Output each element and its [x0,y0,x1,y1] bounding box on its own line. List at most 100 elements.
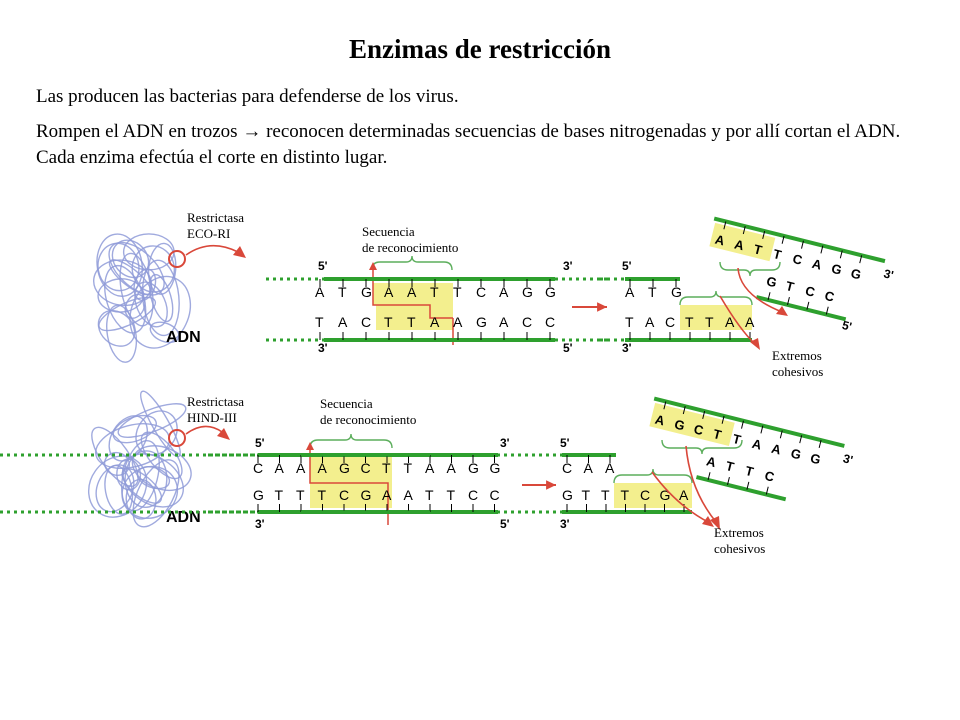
base-letter: A [453,314,463,330]
fragment-bottom-letter: A [705,453,718,470]
base-tick [767,292,771,301]
prime-label: 5' [255,436,265,450]
enzyme-label-1-line: ECO-RI [187,226,230,241]
base-letter: A [499,314,509,330]
base-letter: T [625,314,634,330]
dna-coil-loop [132,459,180,528]
base-letter: T [318,487,327,503]
dna-coil-loop [122,453,184,508]
base-letter: T [648,284,657,300]
dna-coil-loop [108,241,165,296]
base-letter: C [253,460,263,476]
fragment-highlight [649,402,735,447]
base-tick [765,486,769,495]
fragment-bottom-letter: C [804,283,817,300]
base-letter: T [705,314,714,330]
base-tick [799,435,803,444]
base-letter: G [476,314,487,330]
process-arrow-2 [522,480,556,490]
base-tick [742,226,746,235]
cut-line-1 [372,283,453,319]
base-letter: C [490,487,500,503]
cut-line-2 [309,457,389,508]
base-letter: T [404,460,413,476]
dna-coil-loop [136,466,171,490]
process-arrow-1 [572,302,607,312]
prime-label: 3' [255,517,265,531]
base-letter: T [382,460,391,476]
fragment-top-letter: T [731,431,742,447]
dna-strands-1 [266,277,610,342]
sticky-arrow-2b [651,471,714,527]
base-letter: G [562,487,573,503]
base-letter: C [562,460,572,476]
base-letter: A [745,314,755,330]
base-letter: A [318,460,328,476]
sticky-arrow-2a [685,445,720,530]
base-letter: C [522,314,532,330]
base-letter: A [679,487,689,503]
intro-paragraph-1: Las producen las bacterias para defender… [36,86,459,107]
result-strands-1 [600,277,680,342]
base-tick [746,481,750,490]
fragment-bottom-letter: G [765,273,778,290]
enzyme-label-2-line: HIND-III [187,410,237,425]
base-tick [702,411,706,420]
base-letter: A [315,284,325,300]
fragment-prime: 5' [841,318,854,334]
base-letter: A [645,314,655,330]
base-letter: A [584,460,594,476]
base-tick [741,420,744,429]
base-tick [721,415,725,424]
base-letter: A [296,460,306,476]
base-tick [762,231,766,240]
dna-label-2: ADN [166,509,201,526]
fragment-top-letter: A [810,256,823,273]
curved-arrow-head [710,516,720,530]
prime-label: 5' [622,259,632,273]
base-tick [723,221,727,230]
base-letter: A [625,284,635,300]
recognition-label-1-line: de reconocimiento [362,240,458,255]
fragment-top-letter: G [849,266,862,283]
fragment-top-letter: G [830,261,843,278]
fragment-top-letter: C [791,251,804,268]
fragment-bottom-backbone [695,475,787,502]
fragment-top-letter: A [653,412,666,429]
prime-label: 3' [563,259,573,273]
sticky-label-2-line: cohesivos [714,541,765,556]
fragment-top-letter: A [770,441,783,458]
fragment-top-letter: C [692,421,705,438]
base-letter: A [447,460,457,476]
sticky-label-2-line: Extremos [714,525,764,540]
base-letter: T [601,487,610,503]
prime-label: 3' [500,436,510,450]
base-letter: G [671,284,682,300]
enzyme-label-2-line: Restrictasa [187,394,244,409]
fragment-bottom-letter: T [744,463,755,479]
base-tick [781,235,785,244]
dna-coil-loop [106,304,138,363]
recognition-bracket-1 [371,255,453,271]
base-letter: G [660,487,671,503]
base-letter: C [545,314,555,330]
dna-coil-loop [98,296,157,332]
prime-label: 5' [563,341,573,355]
enzyme-label-1-line: Restrictasa [187,210,244,225]
fragment-top-backbone [713,216,886,264]
base-tick [779,430,783,439]
sticky-bracket-2 [613,468,693,484]
prime-label: 5' [500,517,510,531]
base-letter: A [404,487,414,503]
fragment-top-letter: T [752,241,763,257]
curved-arrow-path [185,425,223,435]
dna-coil-loop [140,390,181,458]
base-tick [760,425,764,434]
